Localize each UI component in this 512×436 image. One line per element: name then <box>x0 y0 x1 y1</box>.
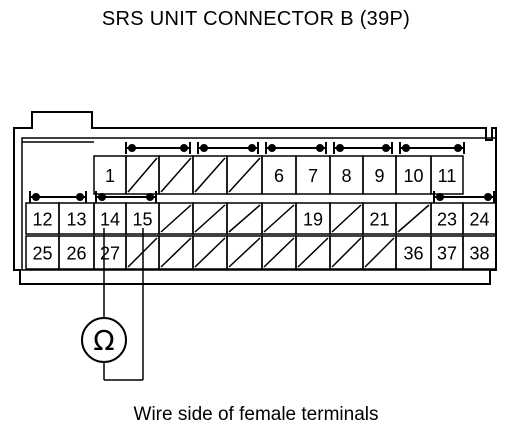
terminal-number: 24 <box>469 210 489 230</box>
shorting-bar <box>399 142 465 154</box>
terminal-number: 7 <box>308 166 318 186</box>
terminal-cell: 38 <box>462 235 497 270</box>
terminal-cell <box>192 202 228 235</box>
terminal-cell <box>158 202 194 235</box>
terminal-grid: 1 6 7 8 9 10 11 12 13 14 15 19 21 23 24 25 26 27 36 37 38 <box>25 155 497 270</box>
terminal-cell <box>226 155 263 195</box>
ohmmeter-icon <box>81 317 127 363</box>
terminal-number: 1 <box>105 166 115 186</box>
connector-frame <box>21 137 497 271</box>
terminal-cell <box>261 235 297 270</box>
terminal-cell <box>158 155 194 195</box>
unused-terminal-mark <box>297 237 329 268</box>
unused-terminal-mark <box>228 237 261 268</box>
terminal-cell: 27 <box>93 235 127 270</box>
terminal-cell: 10 <box>395 155 432 195</box>
unused-terminal-mark <box>160 204 192 233</box>
terminal-cell <box>329 202 364 235</box>
shorting-bar <box>29 191 87 203</box>
terminal-number: 9 <box>374 166 384 186</box>
unused-terminal-mark <box>397 204 430 233</box>
shorting-bar <box>433 191 495 203</box>
terminal-cell <box>395 202 432 235</box>
terminal-cell <box>295 235 331 270</box>
shorting-bar <box>125 142 191 154</box>
terminal-number: 13 <box>66 210 86 230</box>
unused-terminal-mark <box>160 157 192 193</box>
terminal-cell: 7 <box>295 155 331 195</box>
unused-terminal-mark <box>194 204 226 233</box>
terminal-cell: 24 <box>462 202 497 235</box>
terminal-cell: 9 <box>362 155 397 195</box>
unused-terminal-mark <box>228 204 261 233</box>
terminal-cell: 8 <box>329 155 364 195</box>
terminal-cell: 37 <box>430 235 464 270</box>
diagram-title: SRS UNIT CONNECTOR B (39P) <box>101 8 411 30</box>
unused-terminal-mark <box>263 204 295 233</box>
shorting-bar <box>333 142 393 154</box>
terminal-number: 21 <box>369 210 389 230</box>
terminal-cell: 25 <box>25 235 60 270</box>
terminal-cell: 6 <box>261 155 297 195</box>
terminal-cavity <box>462 202 497 235</box>
terminal-cell: 14 <box>93 202 127 235</box>
terminal-cell: 26 <box>58 235 95 270</box>
terminal-number: 15 <box>132 210 152 230</box>
terminal-cell <box>158 235 194 270</box>
terminal-cavity <box>462 235 497 270</box>
terminal-number: 37 <box>437 244 457 264</box>
shorting-bar <box>197 142 259 154</box>
unused-terminal-mark <box>160 237 192 268</box>
terminal-cell <box>192 235 228 270</box>
unused-terminal-mark <box>228 157 261 193</box>
terminal-cell: 36 <box>395 235 432 270</box>
terminal-cell <box>362 235 397 270</box>
terminal-number: 14 <box>100 210 120 230</box>
terminal-number: 12 <box>32 210 52 230</box>
unused-terminal-mark <box>194 157 226 193</box>
terminal-number: 8 <box>341 166 351 186</box>
terminal-cell <box>125 155 160 195</box>
shorting-bar <box>95 191 157 203</box>
terminal-number: 19 <box>303 210 323 230</box>
unused-terminal-mark <box>127 157 158 193</box>
terminal-cell: 21 <box>362 202 397 235</box>
connector-housing <box>13 111 497 285</box>
terminal-cell: 11 <box>430 155 464 195</box>
terminal-cell: 1 <box>93 155 127 195</box>
terminal-cell <box>226 202 263 235</box>
unused-terminal-mark <box>263 237 295 268</box>
terminal-cell <box>192 155 228 195</box>
unused-terminal-mark <box>331 204 362 233</box>
terminal-number: 6 <box>274 166 284 186</box>
terminal-cell: 12 <box>25 202 60 235</box>
terminal-cavity <box>430 155 464 195</box>
terminal-cell: 23 <box>430 202 464 235</box>
unused-terminal-mark <box>364 237 395 268</box>
terminal-number: 23 <box>437 210 457 230</box>
ohmmeter-probe <box>81 228 144 381</box>
terminal-cell <box>329 235 364 270</box>
terminal-number: 27 <box>100 244 120 264</box>
diagram-caption: Wire side of female terminals <box>133 404 379 425</box>
terminal-number: 36 <box>403 244 423 264</box>
terminal-cell: 19 <box>295 202 331 235</box>
terminal-number: 10 <box>403 166 423 186</box>
unused-terminal-mark <box>331 237 362 268</box>
unused-terminal-mark <box>194 237 226 268</box>
ohmmeter-symbol: Ω <box>93 324 114 357</box>
shorting-bar <box>265 142 327 154</box>
terminal-cell <box>226 235 263 270</box>
terminal-number: 38 <box>469 244 489 264</box>
terminal-cell: 13 <box>58 202 95 235</box>
shorting-bars <box>29 142 495 203</box>
terminal-number: 25 <box>32 244 52 264</box>
terminal-number: 26 <box>66 244 86 264</box>
terminal-number: 11 <box>438 166 457 186</box>
terminal-cell <box>261 202 297 235</box>
